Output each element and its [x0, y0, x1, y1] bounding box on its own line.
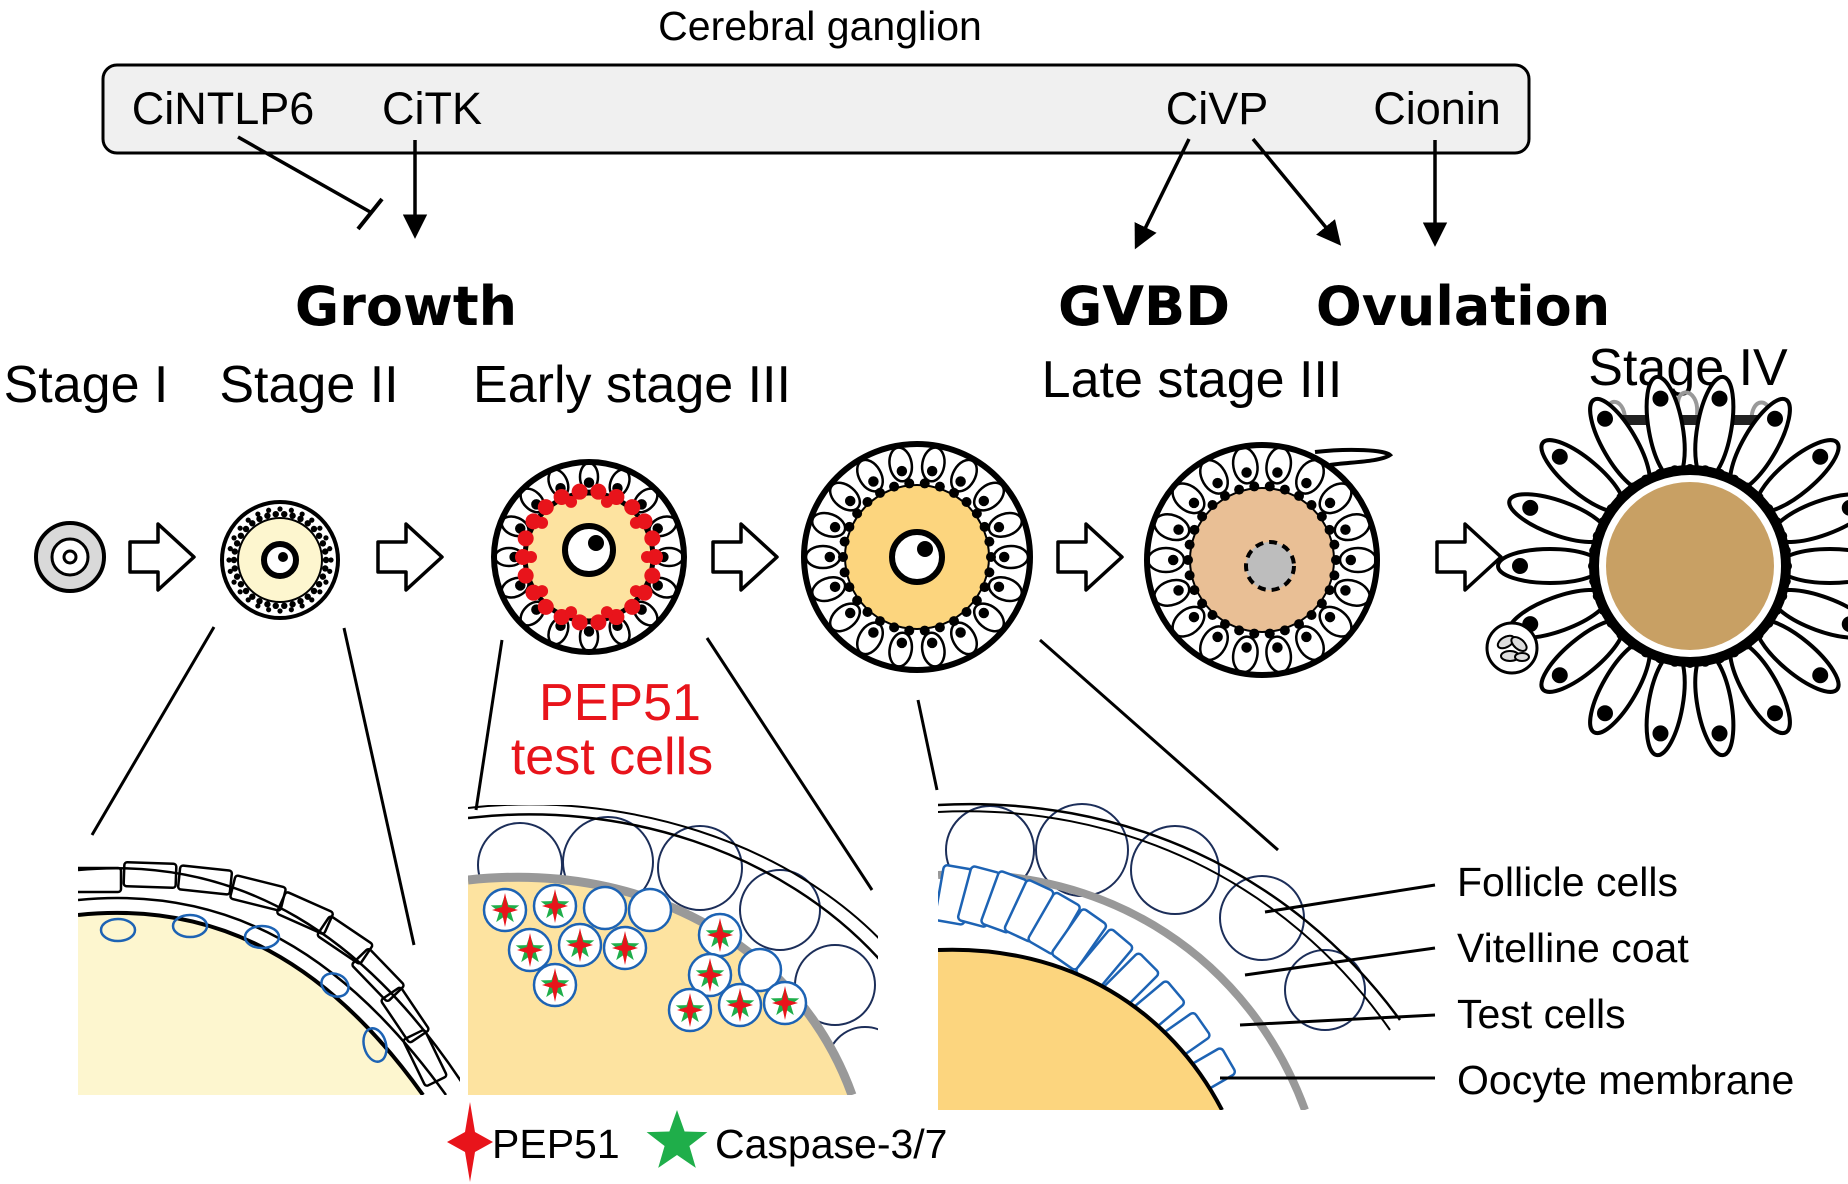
stage-late-3-label: Late stage III [1042, 351, 1343, 409]
oocyte-stage-2 [220, 500, 340, 620]
transition-arrow-2 [376, 522, 444, 592]
process-growth: Growth [295, 275, 517, 338]
label-follicle-cells: Follicle cells [1457, 859, 1678, 905]
inhibition-edge-cintlp6-growth [237, 135, 373, 215]
oocyte-stage-4 [1485, 374, 1848, 758]
arrow-civp-gvbd [1134, 138, 1191, 250]
stage-2-label: Stage II [219, 356, 398, 414]
caspase-legend-icon [646, 1110, 708, 1168]
oocyte-early-stage-3 [491, 459, 687, 655]
oocyte-late-stage-3 [1144, 442, 1394, 678]
stage-transition-arrows [128, 522, 1503, 592]
oocyte-mid-stage-3 [801, 441, 1033, 673]
regulator-cintlp6: CiNTLP6 [132, 83, 315, 134]
zoom-panel-stage-2 [78, 860, 460, 1095]
stage-4-label: Stage IV [1588, 339, 1788, 397]
legend-pep51: PEP51 [492, 1121, 620, 1167]
stage-early-3-label: Early stage III [473, 356, 791, 414]
label-vitelline-coat: Vitelline coat [1457, 925, 1689, 971]
zoom-lines [90, 626, 1279, 946]
inhibition-bar [356, 197, 384, 231]
pep51-legend-icon [447, 1102, 493, 1182]
test-cell-cluster [1485, 621, 1539, 675]
process-ovulation: Ovulation [1316, 275, 1610, 338]
oocyte-stage-1 [34, 521, 106, 593]
transition-arrow-1 [128, 522, 196, 592]
cerebral-ganglion-box [101, 63, 1531, 155]
cell-label-leaders [1220, 883, 1436, 1080]
transition-arrow-3 [711, 522, 779, 592]
cerebral-ganglion-title: Cerebral ganglion [658, 3, 982, 49]
zoom-panel-early-stage-3 [468, 805, 878, 1095]
zoom-panel-late-stage-3 [938, 802, 1402, 1110]
pep51-test-cells-line2: test cells [511, 728, 713, 786]
process-gvbd: GVBD [1058, 275, 1230, 338]
regulation-edges [237, 135, 1448, 250]
regulator-cionin: Cionin [1373, 83, 1501, 134]
label-oocyte-membrane: Oocyte membrane [1457, 1057, 1794, 1103]
transition-arrow-5 [1435, 522, 1503, 592]
arrow-civp-ovulation [1251, 137, 1342, 246]
legend-caspase: Caspase-3/7 [715, 1121, 947, 1167]
stage-1-label: Stage I [4, 356, 169, 414]
regulator-civp: CiVP [1166, 83, 1269, 134]
regulator-citk: CiTK [382, 83, 482, 134]
label-test-cells: Test cells [1457, 991, 1626, 1037]
transition-arrow-4 [1056, 522, 1124, 592]
legend: PEP51 Caspase-3/7 [447, 1102, 947, 1182]
pep51-test-cells-line1: PEP51 [539, 674, 701, 732]
